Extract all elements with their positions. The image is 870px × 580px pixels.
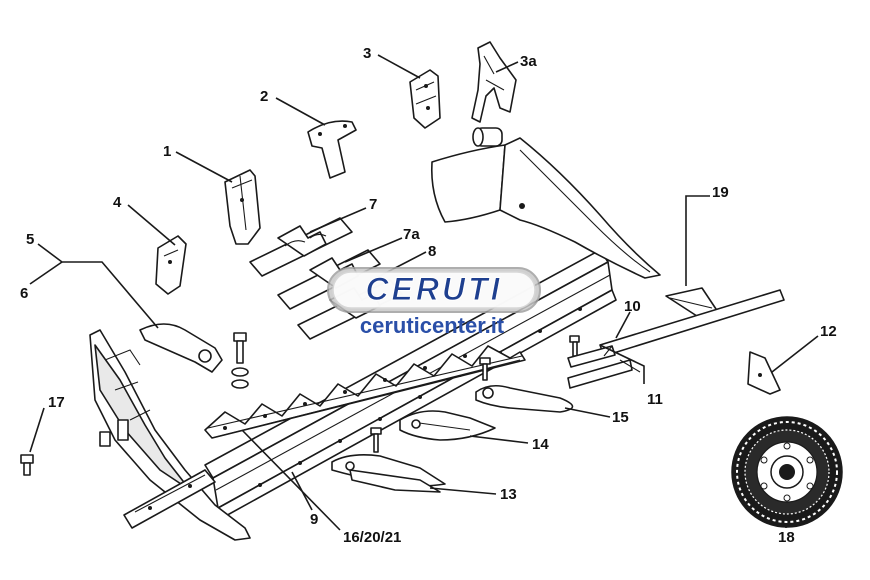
label-5: 5 (26, 231, 34, 248)
part-5-shoe (139, 323, 223, 373)
label-14: 14 (532, 436, 549, 453)
ceruti-watermark: CERUTI ceruticenter.it (327, 267, 541, 338)
watermark-site: ceruticenter.it (360, 313, 505, 338)
part-15-guard (475, 384, 574, 413)
part-14-guard (399, 410, 496, 441)
label-2: 2 (260, 88, 268, 105)
part-4-guard (155, 235, 187, 295)
label-19: 19 (712, 184, 729, 201)
part-labels: 1 2 3 3a 4 5 6 7 7a 8 9 10 11 12 13 14 1… (20, 45, 837, 546)
bolts (231, 332, 580, 453)
label-18: 18 (778, 529, 795, 546)
label-10: 10 (624, 298, 641, 315)
part-2-tpiece (307, 120, 357, 179)
label-7: 7 (369, 196, 377, 213)
part-1-bracket (224, 169, 261, 245)
left-divider (89, 329, 251, 541)
part-12-plate (747, 351, 781, 395)
part-18-clutch-disc (731, 416, 843, 528)
label-1: 1 (163, 143, 171, 160)
label-17: 17 (48, 394, 65, 411)
part-10-rod (567, 289, 785, 389)
label-3: 3 (363, 45, 371, 62)
knife-sections (204, 345, 526, 439)
label-9: 9 (310, 511, 318, 528)
part-3a-frame (471, 41, 517, 123)
label-8: 8 (428, 243, 436, 260)
part-13-guard (331, 454, 446, 493)
plate-7 (249, 217, 353, 277)
label-3a: 3a (520, 53, 537, 70)
label-15: 15 (612, 409, 629, 426)
label-16-20-21: 16/20/21 (343, 529, 401, 546)
label-12: 12 (820, 323, 837, 340)
label-7a: 7a (403, 226, 420, 243)
leader-lines (29, 54, 819, 531)
part-17-bolt (20, 454, 34, 476)
label-6: 6 (20, 285, 28, 302)
label-13: 13 (500, 486, 517, 503)
label-11: 11 (647, 391, 663, 408)
part-3-plate (409, 69, 441, 129)
right-divider (430, 127, 661, 279)
label-4: 4 (113, 194, 122, 211)
watermark-brand: CERUTI (365, 271, 502, 307)
